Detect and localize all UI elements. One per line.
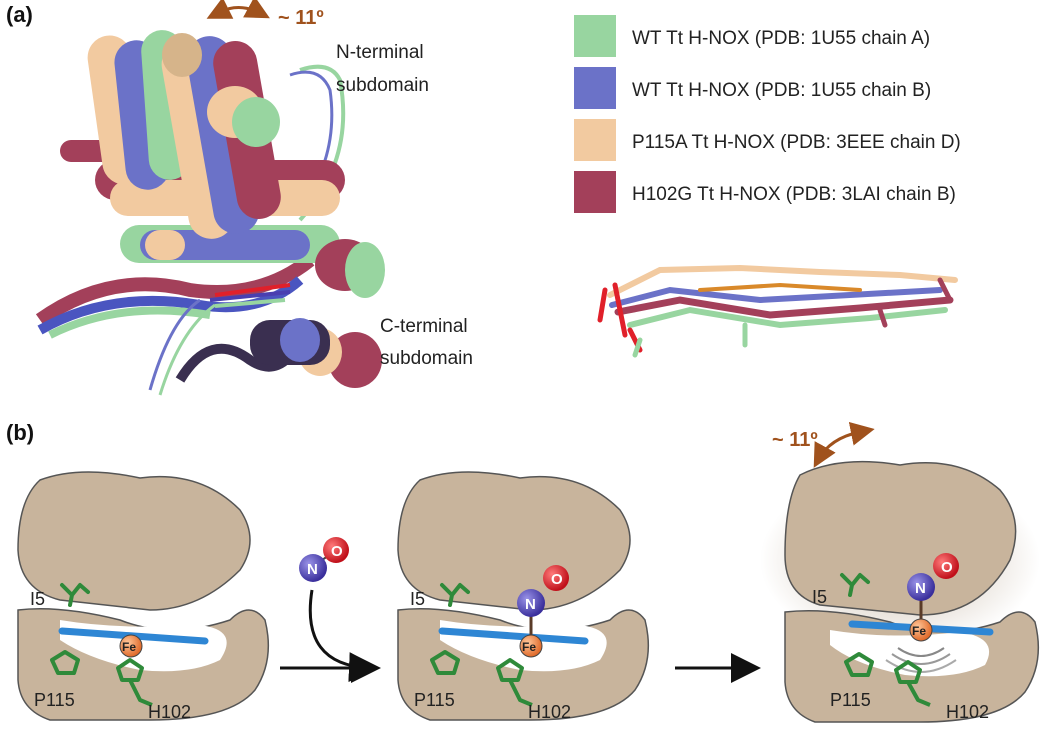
residue-h102-2: H102: [528, 702, 571, 722]
nitrogen-atom-2: [517, 589, 545, 617]
iron-atom-2: [519, 634, 543, 658]
c-terminal-line2: subdomain: [380, 348, 473, 369]
iron-atom-1: [119, 634, 143, 658]
residue-i5-3: I5: [812, 587, 827, 607]
nitrogen-atom-ligand: [299, 554, 327, 582]
binding-arrow: [308, 589, 379, 683]
nitrogen-atom-3: [907, 573, 935, 601]
protein-structure-overlay: [35, 30, 385, 396]
oxygen-atom-ligand: [323, 537, 349, 563]
n-label-3: N: [915, 580, 926, 597]
residue-p115-3: P115: [830, 690, 871, 710]
o-label-2: O: [551, 571, 563, 588]
fe-label-2: Fe: [522, 640, 536, 654]
residue-p115-2: P115: [414, 690, 455, 710]
legend: WT Tt H-NOX (PDB: 1U55 chain A) WT Tt H-…: [574, 15, 961, 213]
rotation-label-b: ~ 11º: [772, 429, 818, 451]
state-unbound: Fe I5 P115 H102: [17, 471, 270, 722]
n-terminal-line1: N-terminal: [336, 42, 424, 63]
rotation-arrow-a: [206, 0, 270, 19]
heme-overlay-structure: [597, 264, 958, 358]
oxygen-atom-2: [543, 565, 569, 591]
rotation-arrow-b: [813, 422, 875, 468]
n-label-ligand: N: [307, 561, 318, 578]
legend-label-1: WT Tt H-NOX (PDB: 1U55 chain A): [632, 28, 930, 49]
legend-swatch-3: [574, 119, 616, 161]
iron-atom-3: [909, 618, 933, 642]
residue-h102-3: H102: [946, 702, 989, 722]
rotation-label-a: ~ 11º: [278, 7, 324, 29]
residue-h102-1: H102: [148, 702, 191, 722]
c-terminal-line1: C-terminal: [380, 316, 468, 337]
legend-label-4: H102G Tt H-NOX (PDB: 3LAI chain B): [632, 184, 956, 205]
residue-i5-1: I5: [30, 589, 45, 609]
n-label-2: N: [525, 596, 536, 613]
residue-p115-1: P115: [34, 690, 75, 710]
legend-swatch-4: [574, 171, 616, 213]
legend-label-3: P115A Tt H-NOX (PDB: 3EEE chain D): [632, 132, 961, 153]
heme-bar-2: [438, 627, 589, 645]
panel-a-label: (a): [6, 2, 33, 27]
residue-i5-2: I5: [410, 589, 425, 609]
state-no-bound: Fe N O I5 P115 H102: [397, 471, 650, 722]
legend-label-2: WT Tt H-NOX (PDB: 1U55 chain B): [632, 80, 931, 101]
no-ligand: N O: [299, 537, 349, 582]
oxygen-atom-3: [933, 553, 959, 579]
legend-swatch-2: [574, 67, 616, 109]
fe-label-1: Fe: [122, 640, 136, 654]
legend-swatch-1: [574, 15, 616, 57]
o-label-3: O: [941, 559, 953, 576]
fe-label-3: Fe: [912, 624, 926, 638]
n-terminal-line2: subdomain: [336, 75, 429, 96]
o-label-ligand: O: [331, 543, 343, 560]
state-proximal-cleaved: Fe N O I5 P115 H102: [760, 460, 1040, 723]
panel-b-label: (b): [6, 420, 34, 445]
